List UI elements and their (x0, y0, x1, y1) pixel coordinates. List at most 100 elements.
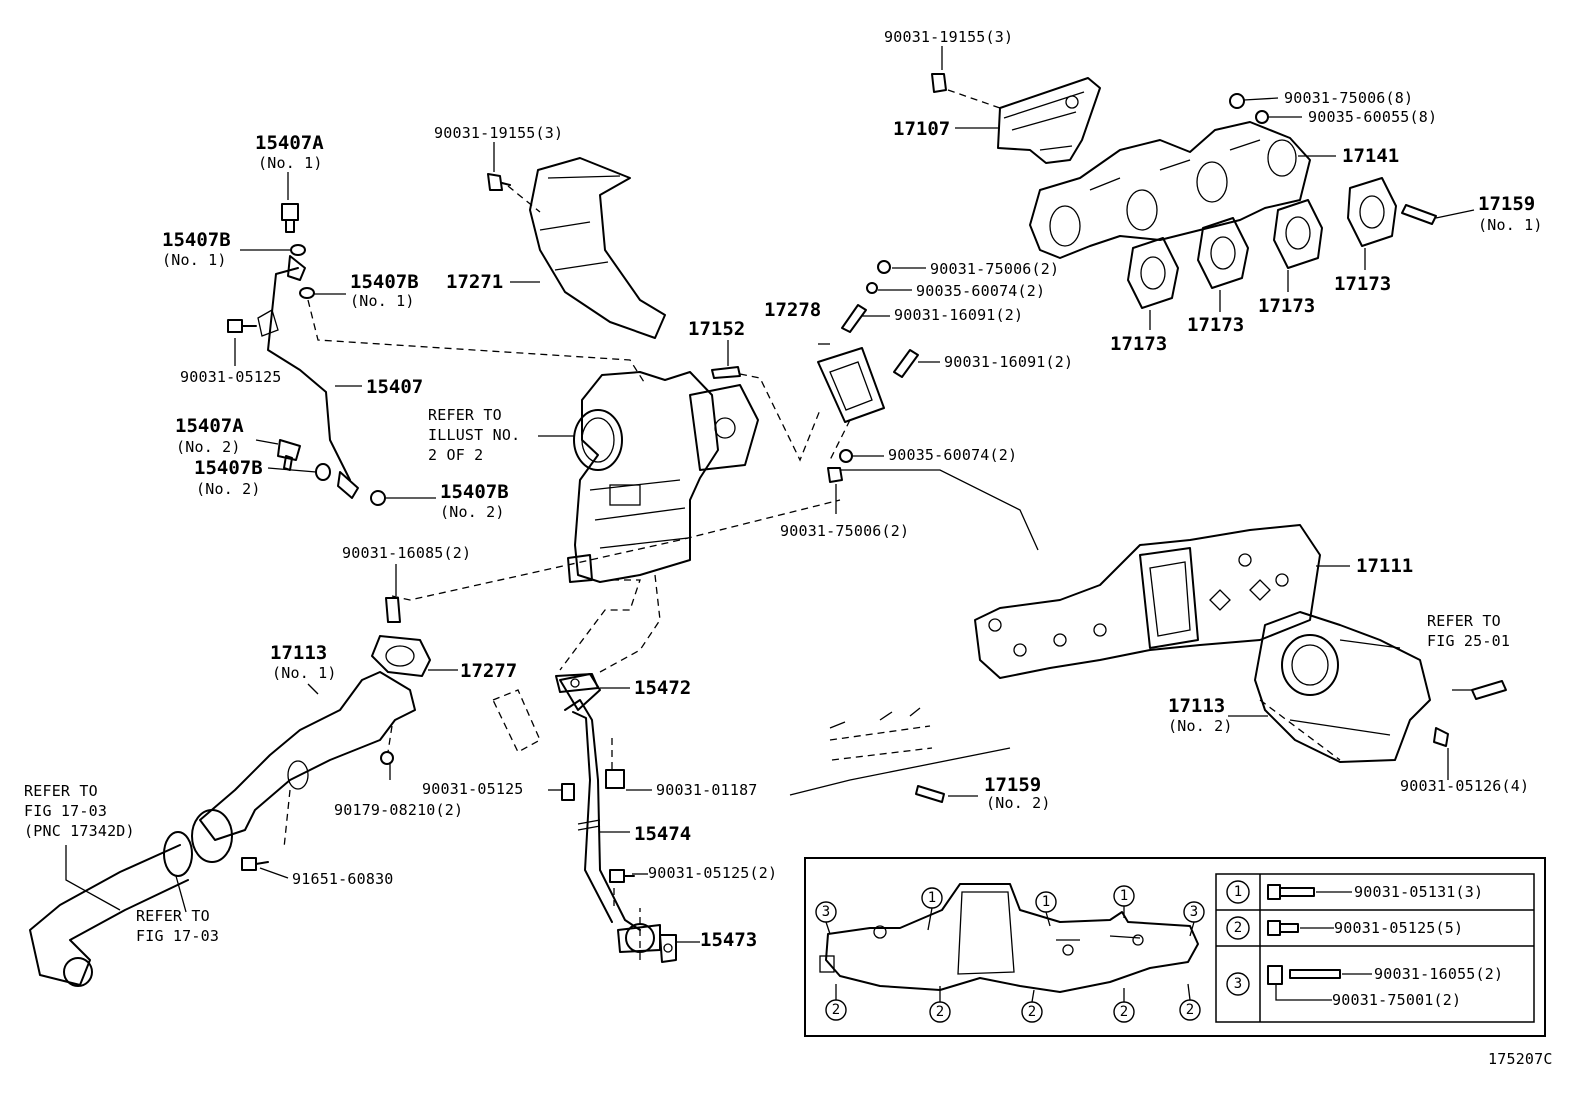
oil-pipe-15407 (257, 255, 359, 499)
label-17159-no1-sub: (No. 1) (1478, 216, 1543, 234)
refer-fig-25-01-line1: REFER TO (1427, 612, 1501, 630)
stud-90031-16085 (385, 597, 401, 623)
label-17113-no1-sub: (No. 1) (272, 664, 337, 682)
label-91651-60830: 91651-60830 (292, 870, 394, 888)
label-90031-05125-b: 90031-05125 (422, 780, 524, 798)
label-17278: 17278 (764, 299, 821, 321)
figure-code: 175207C (1488, 1050, 1553, 1068)
svg-text:3: 3 (1190, 904, 1198, 920)
svg-text:3: 3 (1234, 976, 1242, 992)
svg-text:2: 2 (832, 1002, 840, 1018)
legend-row-2: 2 90031-05125(5) (1226, 916, 1463, 940)
label-90179-08210-2: 90179-08210(2) (334, 801, 463, 819)
legend-part-3b: 90031-75001(2) (1332, 991, 1461, 1009)
svg-text:3: 3 (822, 904, 830, 920)
label-17173-d: 17173 (1334, 273, 1391, 295)
label-15407: 15407 (366, 376, 423, 398)
svg-text:2: 2 (1120, 1004, 1128, 1020)
gasket-17173-b (1197, 217, 1249, 289)
label-15472: 15472 (634, 677, 691, 699)
label-90031-16091-2b: 90031-16091(2) (944, 353, 1073, 371)
label-90031-19155-left: 90031-19155(3) (434, 124, 563, 142)
pipe-15474 (559, 673, 661, 953)
union-bolt-15407A-no2 (277, 439, 301, 471)
label-90031-05126-4: 90031-05126(4) (1400, 777, 1529, 795)
label-90031-16085-2: 90031-16085(2) (342, 544, 471, 562)
legend-row-1: 1 90031-05131(3) (1226, 880, 1483, 904)
stud-17159-no2 (915, 785, 945, 803)
refer-fig-17-03-line3: (PNC 17342D) (24, 822, 135, 840)
heat-insulator-17271 (529, 157, 666, 339)
gasket-17173-d (1347, 177, 1397, 247)
label-90035-60074-2a: 90035-60074(2) (916, 282, 1045, 300)
legend-part-2: 90031-05125(5) (1334, 919, 1463, 937)
svg-text:1: 1 (1234, 884, 1242, 900)
label-15407A-no1-sub: (No. 1) (258, 154, 323, 172)
label-17159-no1: 17159 (1478, 193, 1535, 215)
inset-legend: 1 90031-05131(3) 2 90031-05125(5) 3 9003… (1215, 873, 1535, 1023)
legend-part-3a: 90031-16055(2) (1374, 965, 1503, 983)
svg-text:2: 2 (936, 1004, 944, 1020)
label-90031-19155-top: 90031-19155(3) (884, 28, 1013, 46)
label-90031-16091-2a: 90031-16091(2) (894, 306, 1023, 324)
label-17113-no1: 17113 (270, 642, 327, 664)
label-15407B-c: 15407B (194, 457, 263, 479)
bolt-90031-05126 (1433, 727, 1449, 747)
label-17111: 17111 (1356, 555, 1413, 577)
part-labels: 90031-19155(3) 17107 90031-75006(8) 9003… (24, 28, 1553, 1068)
label-15407B-a: 15407B (162, 229, 231, 251)
gasket-15472 (555, 673, 599, 693)
gasket-17278 (817, 347, 885, 423)
bolt-90031-05125-b (561, 783, 575, 801)
label-17107: 17107 (893, 118, 950, 140)
gasket-17277 (371, 635, 431, 677)
refer-fig-25-01-line2: FIG 25-01 (1427, 632, 1510, 650)
svg-text:1: 1 (928, 890, 936, 906)
svg-text:2: 2 (1028, 1004, 1036, 1020)
bolt-90031-19155-left (487, 173, 511, 191)
refer-illust-line1: REFER TO (428, 406, 502, 424)
refer-fig-17-03b-line2: FIG 17-03 (136, 927, 219, 945)
legend-row-3: 3 90031-16055(2) 90031-75001(2) (1226, 965, 1503, 1009)
label-90035-60074-2b: 90035-60074(2) (888, 446, 1017, 464)
intake-pipe-17113-no1 (191, 671, 416, 863)
svg-text:2: 2 (1234, 920, 1242, 936)
label-90035-60055-8: 90035-60055(8) (1308, 108, 1437, 126)
label-15407B-c-sub: (No. 2) (196, 480, 261, 498)
label-15407A-no2: 15407A (175, 415, 244, 437)
label-17271: 17271 (446, 271, 503, 293)
label-90031-75006-8: 90031-75006(8) (1284, 89, 1413, 107)
label-15407B-d: 15407B (440, 481, 509, 503)
intake-manifold-17111 (974, 524, 1321, 679)
svg-text:2: 2 (1186, 1002, 1194, 1018)
stud-refer-fig-25-01 (1471, 680, 1507, 700)
refer-fig-17-03-line1: REFER TO (24, 782, 98, 800)
refer-illust-line3: 2 OF 2 (428, 446, 483, 464)
label-15474: 15474 (634, 823, 691, 845)
intake-pipe-17113-no2 (1254, 611, 1431, 763)
label-90031-01187: 90031-01187 (656, 781, 758, 799)
leader-lines (65, 46, 1475, 960)
stud-17159-no1 (1401, 204, 1437, 225)
refer-fig-17-03-line2: FIG 17-03 (24, 802, 107, 820)
nut-90179-08210 (380, 751, 394, 765)
exhaust-manifold-17141 (1029, 121, 1311, 259)
gasket-15473 (659, 934, 677, 963)
label-17113-no2-sub: (No. 2) (1168, 717, 1233, 735)
label-15407B-b: 15407B (350, 271, 419, 293)
refer-fig-17-03b-line1: REFER TO (136, 907, 210, 925)
label-15407A-no1: 15407A (255, 132, 324, 154)
label-17173-a: 17173 (1110, 333, 1167, 355)
hose-refer-fig-17-03 (29, 844, 189, 987)
gasket-17173-a (1127, 237, 1179, 309)
bolt-90031-01187 (605, 769, 625, 789)
label-17173-b: 17173 (1187, 314, 1244, 336)
label-15407B-b-sub: (No. 1) (350, 292, 415, 310)
label-17277: 17277 (460, 660, 517, 682)
label-17159-no2: 17159 (984, 774, 1041, 796)
heat-insulator-17107 (997, 77, 1101, 164)
hose-clamp (163, 831, 193, 877)
label-15473: 15473 (700, 929, 757, 951)
stud-17152 (711, 366, 741, 379)
